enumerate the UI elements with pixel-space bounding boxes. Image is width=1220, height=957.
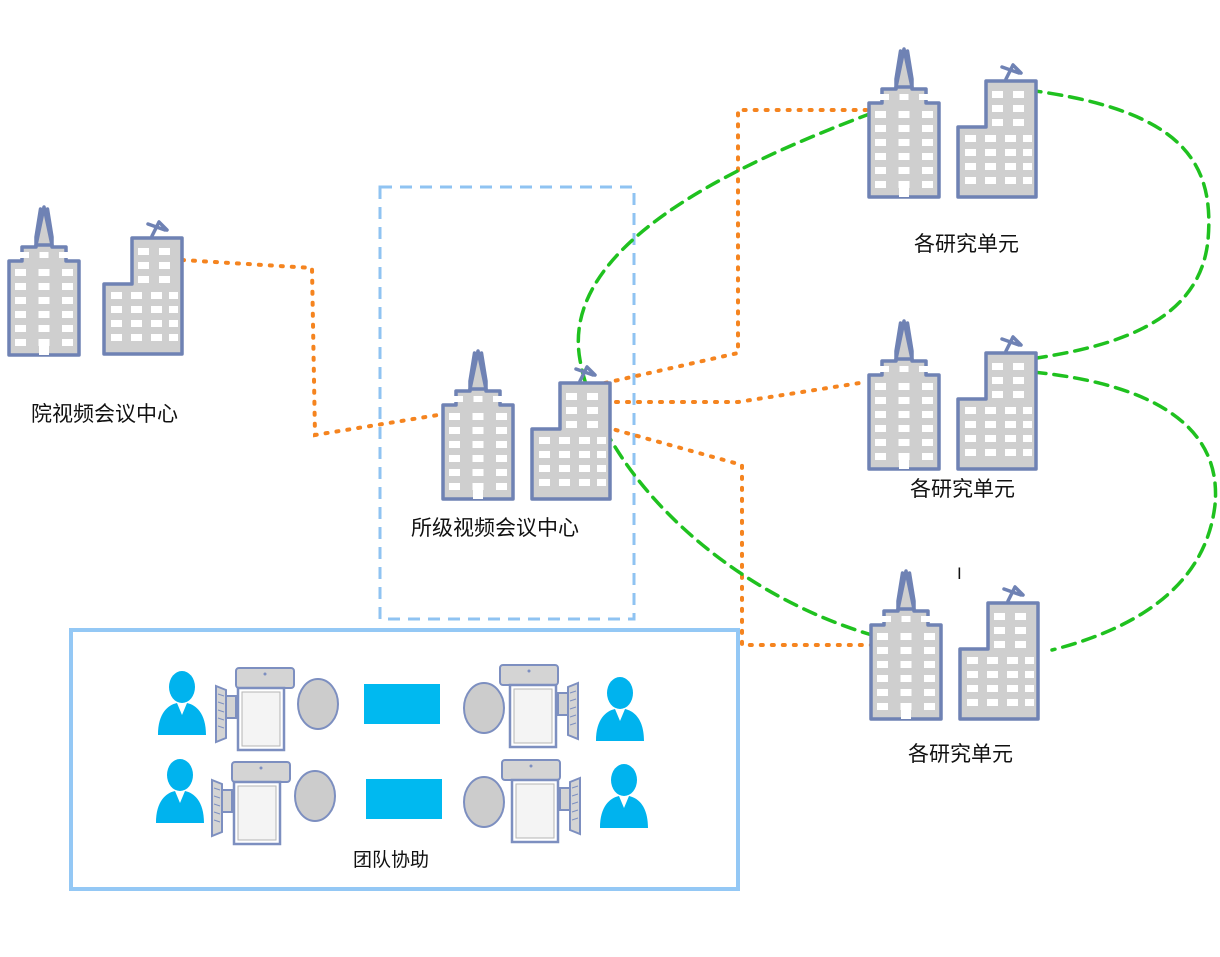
academy-tower-building-icon bbox=[7, 205, 81, 357]
green-link-left-arc bbox=[576, 111, 874, 637]
unit-mid-tower-building-icon bbox=[867, 319, 941, 471]
unit-mid-label: 各研究单元 bbox=[910, 477, 1015, 501]
display-panel-icon bbox=[364, 684, 440, 724]
link-institute-to-unit-top bbox=[603, 108, 868, 385]
speaker-disc-icon bbox=[463, 682, 505, 734]
unit-bottom-tower-building-icon bbox=[869, 569, 943, 721]
institute-dashed-boundary bbox=[378, 185, 636, 621]
display-panel-icon bbox=[366, 779, 442, 819]
unit-top-label: 各研究单元 bbox=[914, 232, 1019, 256]
unit-bottom-label: 各研究单元 bbox=[908, 742, 1013, 766]
text-cursor-mark: I bbox=[957, 564, 962, 583]
video-terminal-icon bbox=[214, 666, 296, 752]
institute-tower-building-icon bbox=[441, 349, 515, 501]
speaker-disc-icon bbox=[294, 770, 336, 822]
orange-links bbox=[180, 108, 874, 647]
unit-top-annex-building-icon bbox=[956, 63, 1038, 199]
person-icon bbox=[156, 759, 204, 823]
link-institute-to-unit-mid bbox=[603, 380, 868, 404]
academy-annex-building-icon bbox=[102, 220, 184, 356]
green-link-top-right-arc bbox=[1026, 88, 1211, 360]
person-icon bbox=[596, 677, 644, 741]
green-links bbox=[576, 88, 1218, 652]
video-terminal-icon bbox=[210, 760, 292, 846]
video-terminal-icon bbox=[500, 758, 582, 844]
institute-center-label: 所级视频会议中心 bbox=[411, 516, 579, 540]
academy-center-label: 院视频会议中心 bbox=[31, 402, 178, 426]
speaker-disc-icon bbox=[297, 678, 339, 730]
speaker-disc-icon bbox=[463, 776, 505, 828]
unit-bottom-annex-building-icon bbox=[958, 585, 1040, 721]
video-terminal-icon bbox=[498, 663, 580, 749]
link-academy-to-institute bbox=[180, 258, 440, 438]
person-icon bbox=[158, 671, 206, 735]
institute-annex-building-icon bbox=[530, 365, 612, 501]
unit-top-tower-building-icon bbox=[867, 47, 941, 199]
link-institute-to-unit-bottom bbox=[603, 425, 874, 647]
green-link-bottom-right-arc bbox=[1031, 370, 1218, 652]
person-icon bbox=[600, 764, 648, 828]
team-label: 团队协助 bbox=[353, 849, 430, 871]
unit-mid-annex-building-icon bbox=[956, 335, 1038, 471]
team-collaboration-box bbox=[69, 628, 740, 891]
